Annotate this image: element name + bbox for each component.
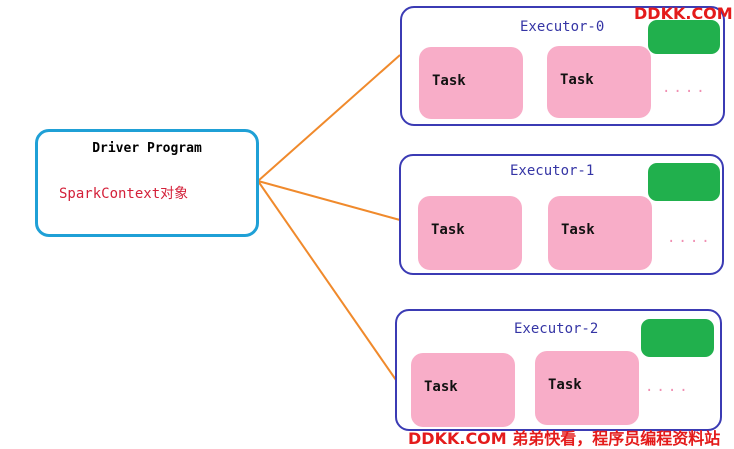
- executor-0-task-2: Task: [547, 46, 651, 118]
- task-label: Task: [431, 222, 465, 238]
- executor-2-more: ....: [645, 379, 691, 395]
- driver-title: Driver Program: [92, 141, 202, 156]
- executor-1-title: Executor-1: [510, 163, 595, 179]
- connector-executor-1: [257, 180, 401, 221]
- executor-2-title: Executor-2: [514, 321, 599, 337]
- task-label: Task: [424, 379, 458, 395]
- watermark-bottom: DDKK.COM 弟弟快看，程序员编程资料站: [408, 429, 721, 448]
- driver-program-box: Driver Program SparkContext对象: [35, 129, 259, 237]
- executor-1-box: Executor-1 Task Task ....: [399, 154, 724, 275]
- executor-0-box: Executor-0 Task Task ....: [400, 6, 725, 126]
- executor-1-task-1: Task: [418, 196, 522, 270]
- driver-subtitle: SparkContext对象: [59, 186, 189, 202]
- connector-executor-2: [257, 180, 397, 381]
- watermark-top: DDKK.COM: [634, 4, 733, 23]
- executor-2-task-1: Task: [411, 353, 515, 427]
- task-label: Task: [432, 73, 466, 89]
- connector-executor-0: [257, 54, 401, 182]
- executor-0-cache-block: [648, 20, 720, 54]
- task-label: Task: [561, 222, 595, 238]
- executor-0-more: ....: [662, 80, 708, 96]
- executor-2-cache-block: [641, 319, 714, 357]
- executor-1-task-2: Task: [548, 196, 652, 270]
- executor-0-title: Executor-0: [520, 19, 605, 35]
- task-label: Task: [560, 72, 594, 88]
- executor-2-box: Executor-2 Task Task ....: [395, 309, 722, 431]
- executor-2-task-2: Task: [535, 351, 639, 425]
- task-label: Task: [548, 377, 582, 393]
- executor-1-more: ....: [667, 230, 713, 246]
- executor-0-task-1: Task: [419, 47, 523, 119]
- executor-1-cache-block: [648, 163, 720, 201]
